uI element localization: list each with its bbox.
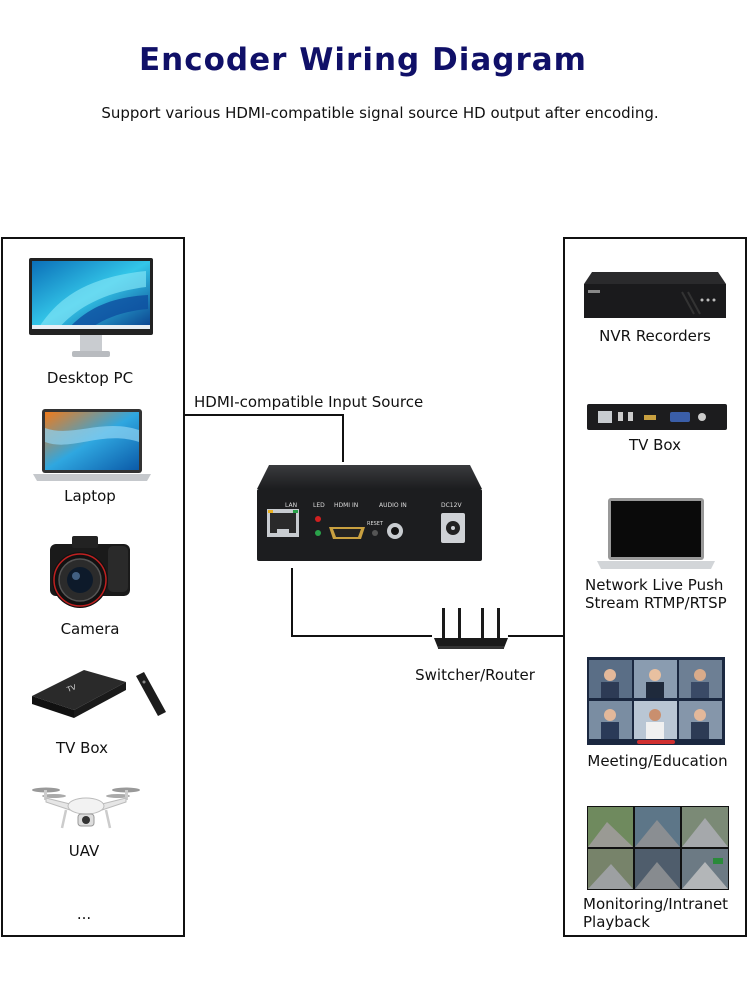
source-label-more: ... (76, 905, 92, 923)
laptop-image (33, 409, 151, 481)
desktop-pc-image (29, 258, 153, 357)
output-label-live-push-line1: Network Live Push (585, 576, 724, 594)
tv-box-rear-image (587, 404, 727, 430)
port-label-audio-in: AUDIO IN (379, 502, 407, 509)
tv-box-image: TV (32, 670, 166, 718)
output-label-tv-box: TV Box (628, 436, 682, 454)
output-label-live-push-line2: Stream RTMP/RTSP (585, 594, 727, 612)
port-label-led: LED (313, 502, 325, 509)
router-image (434, 608, 508, 649)
router-label: Switcher/Router (415, 666, 535, 684)
source-label-uav: UAV (68, 842, 100, 860)
port-label-dc12v: DC12V (441, 502, 462, 509)
surveillance-grid-image (587, 806, 729, 890)
page-title: Encoder Wiring Diagram (139, 42, 587, 78)
port-label-reset: RESET (367, 521, 384, 527)
source-label-laptop: Laptop (64, 487, 116, 505)
drone-image (32, 787, 140, 829)
output-label-monitoring-line2: Playback (583, 913, 650, 931)
page-subtitle: Support various HDMI-compatible signal s… (101, 104, 659, 122)
hdmi-input-wire (185, 414, 344, 462)
output-label-monitoring-line1: Monitoring/Intranet (583, 895, 729, 913)
lan-to-router-wire (291, 568, 432, 637)
conference-tiles (589, 660, 722, 744)
hdmi-input-label: HDMI-compatible Input Source (194, 393, 424, 411)
source-label-tv-box: TV Box (55, 739, 109, 757)
encoder-device: LAN LED HDMI IN RESET AUDIO IN DC12V (255, 463, 484, 563)
laptop-output-image (597, 498, 715, 569)
video-conference-image (587, 657, 725, 745)
output-label-meeting: Meeting/Education (587, 752, 728, 770)
nvr-image (584, 272, 726, 318)
port-label-lan: LAN (285, 502, 298, 509)
port-label-hdmi-in: HDMI IN (334, 502, 359, 509)
output-label-nvr: NVR Recorders (599, 327, 711, 345)
source-label-desktop-pc: Desktop PC (46, 369, 134, 387)
output-label-monitoring: Monitoring/Intranet Playback (583, 895, 745, 931)
svg-text:TV: TV (65, 683, 77, 694)
camera-image (50, 536, 130, 608)
output-label-live-push: Network Live Push Stream RTMP/RTSP (585, 576, 745, 612)
source-label-camera: Camera (60, 620, 120, 638)
